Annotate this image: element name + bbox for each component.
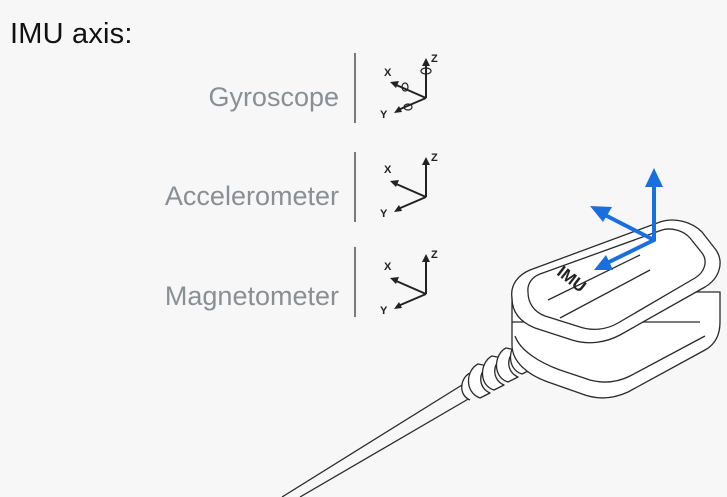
gyroscope-label: Gyroscope xyxy=(208,82,339,112)
accel-y-label: Y xyxy=(380,208,388,219)
accelerometer-divider xyxy=(354,152,356,222)
accel-x-label: X xyxy=(384,164,392,176)
magnetometer-divider xyxy=(354,247,356,317)
gyroscope-axis-icon: Z X Y xyxy=(380,53,438,120)
gyro-y-label: Y xyxy=(380,109,388,120)
accelerometer-axis-icon: Z X Y xyxy=(380,152,438,219)
mag-x-label: X xyxy=(384,261,392,273)
magnetometer-axis-icon: Z X Y xyxy=(380,249,438,316)
gyroscope-divider xyxy=(354,53,356,123)
accelerometer-label: Accelerometer xyxy=(164,181,339,211)
magnetometer-label: Magnetometer xyxy=(164,281,339,311)
imu-device-illustration: IMU xyxy=(281,168,721,497)
gyro-z-label: Z xyxy=(431,53,438,65)
mag-z-label: Z xyxy=(431,249,438,261)
accel-z-label: Z xyxy=(431,152,438,164)
page-title: IMU axis: xyxy=(10,18,133,50)
mag-y-label: Y xyxy=(380,305,388,316)
gyro-x-label: X xyxy=(384,67,392,79)
